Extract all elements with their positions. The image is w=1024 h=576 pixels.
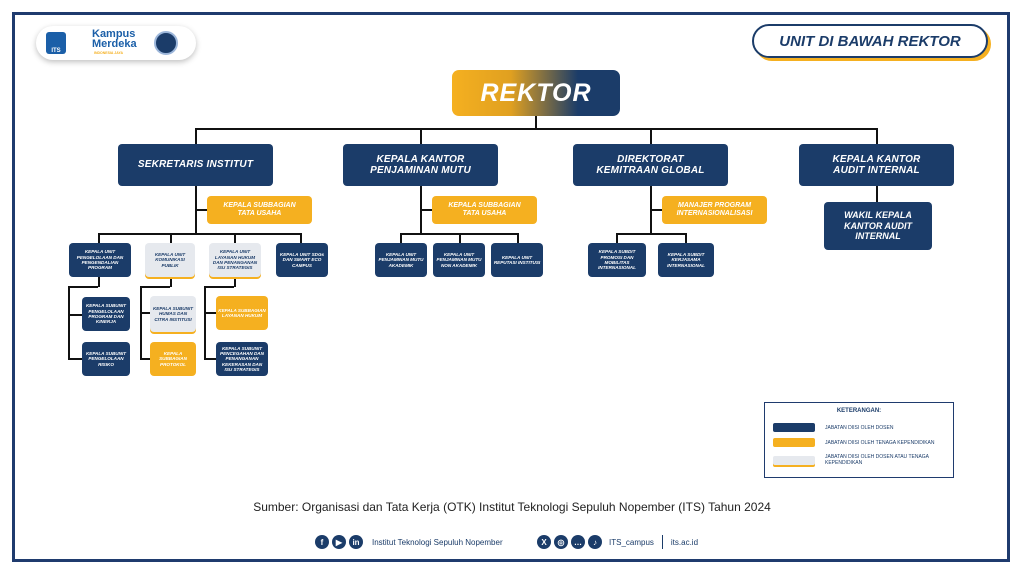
unit-reputasi-box: KEPALA UNIT REPUTASI INSTITUSI (491, 243, 543, 277)
connector (140, 312, 150, 314)
connector (650, 128, 652, 144)
unit-hukum-box: KEPALA UNIT LAYANAN HUKUM DAN PENANGANAN… (209, 243, 261, 277)
connector (68, 286, 70, 360)
legend-text-dosen: JABATAN DIISI OLEH DOSEN (825, 424, 894, 431)
connector (98, 277, 100, 287)
penjaminan-mutu-box: KEPALA KANTOR PENJAMINAN MUTU (343, 144, 498, 186)
connector (400, 233, 402, 243)
connector (420, 128, 422, 144)
connector (876, 128, 878, 144)
legend-swatch-dosen (773, 423, 815, 432)
unit-sdgs-box: KEPALA UNIT SDGs DAN SMART ECO CAMPUS (276, 243, 328, 277)
tiktok-icon[interactable]: ♪ (588, 535, 602, 549)
connector (140, 358, 150, 360)
legend-swatch-either (773, 455, 815, 465)
subunit-pencegahan-box: KEPALA SUBUNIT PENCEGAHAN DAN PENANGANAN… (216, 342, 268, 376)
connector (650, 209, 662, 211)
legend: KETERANGAN: JABATAN DIISI OLEH DOSEN JAB… (764, 402, 954, 478)
connector (517, 233, 519, 243)
logo-kampus-text: Kampus (92, 28, 136, 40)
unit-badge: UNIT DI BAWAH REKTOR (752, 24, 988, 58)
connector (68, 286, 98, 288)
connector (170, 279, 172, 287)
page-frame (12, 12, 1010, 562)
footer-divider (661, 535, 663, 549)
its-emblem-icon (154, 31, 178, 55)
connector (616, 233, 618, 243)
footer-website[interactable]: its.ac.id (670, 537, 699, 547)
connector (420, 209, 432, 211)
unit-mutu-akademik-box: KEPALA UNIT PENJAMINAN MUTU AKADEMIK (375, 243, 427, 277)
manajer-program-box: MANAJER PROGRAM INTERNASIONALISASI (662, 196, 767, 224)
connector (195, 209, 207, 211)
connector (204, 312, 216, 314)
connector (535, 116, 537, 129)
kampus-merdeka-logo: ITS Kampus Merdeka INDONESIA JAYA (36, 26, 196, 60)
connector (195, 128, 197, 144)
legend-row-either: JABATAN DIISI OLEH DOSEN ATAU TENAGA KEP… (773, 454, 945, 466)
connector (204, 286, 206, 360)
connector (140, 286, 142, 360)
subdit-promosi-box: KEPALA SUBDIT PROMOSI DAN MOBILITAS INTE… (588, 243, 646, 277)
footer-right: X ◎ … ♪ ITS_campus its.ac.id (537, 533, 698, 551)
footer-left: f ▶ in Institut Teknologi Sepuluh Nopemb… (315, 533, 503, 551)
subbagian-hukum-box: KEPALA SUBBAGIAN LAYANAN HUKUM (216, 296, 268, 330)
subbagian-protokol-box: KEPALA SUBBAGIAN PROTOKOL (150, 342, 196, 376)
connector (616, 233, 686, 235)
footer-institution: Institut Teknologi Sepuluh Nopember (372, 537, 503, 547)
connector (98, 233, 100, 243)
connector (68, 314, 82, 316)
subunit-humas-box: KEPALA SUBUNIT HUMAS DAN CITRA INSTITUSI (150, 296, 196, 332)
its-logo-icon: ITS (46, 32, 66, 54)
connector (195, 128, 877, 130)
linkedin-icon[interactable]: in (349, 535, 363, 549)
connector (459, 233, 461, 243)
connector (685, 233, 687, 243)
subdit-kerjasama-box: KEPALA SUBDIT KERJASAMA INTERNASIONAL (658, 243, 714, 277)
legend-row-tendik: JABATAN DIISI OLEH TENAGA KEPENDIDIKAN (773, 438, 934, 447)
rektor-box: REKTOR (452, 70, 620, 116)
legend-text-either: JABATAN DIISI OLEH DOSEN ATAU TENAGA KEP… (825, 454, 929, 466)
instagram-icon[interactable]: ◎ (554, 535, 568, 549)
logo-indonesia-text: INDONESIA JAYA (94, 51, 123, 55)
wakil-audit-box: WAKIL KEPALA KANTOR AUDIT INTERNAL (824, 202, 932, 250)
x-icon[interactable]: X (537, 535, 551, 549)
source-caption: Sumber: Organisasi dan Tata Kerja (OTK) … (253, 500, 771, 514)
legend-row-dosen: JABATAN DIISI OLEH DOSEN (773, 423, 893, 432)
legend-title: KETERANGAN: (836, 408, 882, 414)
connector (876, 186, 878, 202)
unit-komunikasi-box: KEPALA UNIT KOMUNIKASI PUBLIK (145, 243, 195, 277)
audit-internal-box: KEPALA KANTOR AUDIT INTERNAL (799, 144, 954, 186)
facebook-icon[interactable]: f (315, 535, 329, 549)
subunit-risiko-box: KEPALA SUBUNIT PENGELOLAAN RISIKO (82, 342, 130, 376)
unit-mutu-non-akademik-box: KEPALA UNIT PENJAMINAN MUTU NON AKADEMIK (433, 243, 485, 277)
connector (204, 358, 216, 360)
connector (170, 233, 172, 243)
connector (300, 233, 302, 243)
legend-text-tendik: JABATAN DIISI OLEH TENAGA KEPENDIDIKAN (825, 439, 935, 446)
connector (140, 286, 170, 288)
unit-pengelolaan-box: KEPALA UNIT PENGELOLAAN DAN PENGENDALIAN… (69, 243, 131, 277)
connector (68, 358, 82, 360)
tata-usaha-box-2: KEPALA SUBBAGIAN TATA USAHA (432, 196, 537, 224)
line-icon[interactable]: … (571, 535, 585, 549)
tata-usaha-box-1: KEPALA SUBBAGIAN TATA USAHA (207, 196, 312, 224)
youtube-icon[interactable]: ▶ (332, 535, 346, 549)
legend-swatch-tendik (773, 438, 815, 447)
logo-merdeka-text: Merdeka (92, 38, 137, 50)
subunit-program-box: KEPALA SUBUNIT PENGELOLAAN PROGRAM DAN K… (82, 297, 130, 331)
kemitraan-global-box: DIREKTORAT KEMITRAAN GLOBAL (573, 144, 728, 186)
connector (98, 233, 301, 235)
sekretaris-institut-box: SEKRETARIS INSTITUT (118, 144, 273, 186)
connector (234, 233, 236, 243)
footer-handle[interactable]: ITS_campus (609, 537, 654, 547)
connector (234, 279, 236, 287)
connector (204, 286, 234, 288)
